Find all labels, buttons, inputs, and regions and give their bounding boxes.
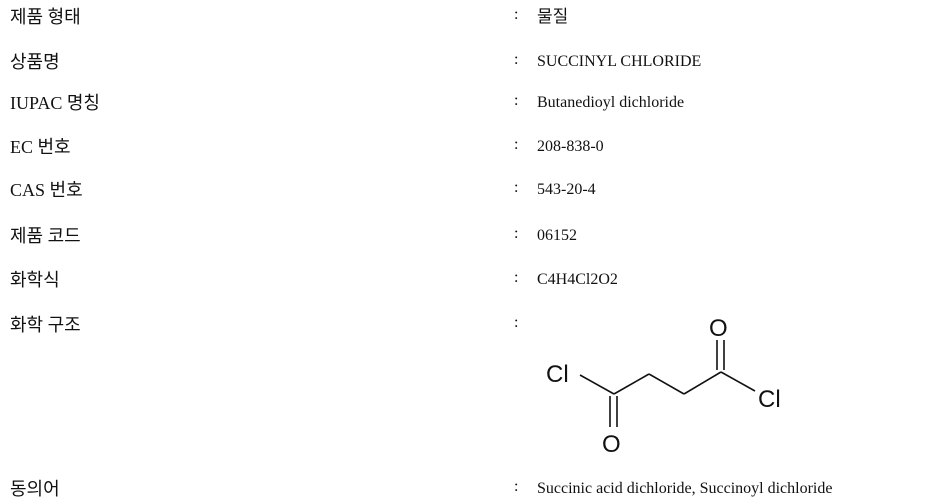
- field-label: 제품 형태: [10, 7, 81, 27]
- bond-cl-c1: [579, 374, 615, 395]
- field-separator: :: [514, 6, 519, 23]
- field-row-iupac-name: IUPAC 명칭 : Butanedioyl dichloride: [0, 88, 927, 118]
- field-separator: :: [514, 225, 519, 242]
- field-row-formula: 화학식 : C4H4Cl2O2: [0, 265, 927, 295]
- field-label: 상품명: [10, 52, 60, 72]
- bond-c2-c3: [648, 373, 685, 395]
- field-row-product-code: 제품 코드 : 06152: [0, 221, 927, 251]
- field-separator: :: [514, 136, 519, 153]
- field-separator: :: [514, 179, 519, 196]
- atom-o-top: O: [709, 315, 728, 342]
- field-separator: :: [514, 478, 519, 495]
- atom-cl-left: Cl: [546, 361, 569, 388]
- field-label: 화학 구조: [10, 315, 81, 335]
- field-label: EC 번호: [10, 137, 71, 157]
- field-value: 208-838-0: [537, 138, 604, 155]
- field-separator: :: [514, 92, 519, 109]
- field-row-ec-number: EC 번호 : 208-838-0: [0, 132, 927, 162]
- field-label: 동의어: [10, 479, 60, 499]
- field-separator: :: [514, 314, 519, 331]
- atom-cl-right: Cl: [758, 386, 781, 413]
- field-label: 제품 코드: [10, 226, 81, 246]
- field-row-product-form: 제품 형태 : 물질: [0, 2, 927, 32]
- field-value: 543-20-4: [537, 181, 596, 198]
- field-label: CAS 번호: [10, 180, 83, 200]
- field-separator: :: [514, 51, 519, 68]
- bond-c1-c2: [613, 373, 650, 395]
- field-row-cas-number: CAS 번호 : 543-20-4: [0, 175, 927, 205]
- field-value: Butanedioyl dichloride: [537, 94, 685, 111]
- field-label: 화학식: [10, 270, 60, 290]
- field-label: IUPAC 명칭: [10, 93, 100, 113]
- field-separator: :: [514, 269, 519, 286]
- field-value: Succinic acid dichloride, Succinoyl dich…: [537, 480, 833, 497]
- field-value: C4H4Cl2O2: [537, 271, 618, 288]
- field-value: 06152: [537, 227, 577, 244]
- field-value: SUCCINYL CHLORIDE: [537, 53, 702, 70]
- field-row-chemical-structure: 화학 구조 :: [0, 310, 927, 340]
- field-value: 물질: [537, 7, 569, 27]
- chemical-structure-diagram: Cl Cl O O: [546, 315, 781, 458]
- field-row-synonyms: 동의어 : Succinic acid dichloride, Succinoy…: [0, 474, 927, 504]
- bond-c4-cl: [720, 371, 756, 392]
- structure-bonds: [579, 340, 756, 427]
- atom-o-bottom: O: [602, 431, 621, 458]
- field-row-trade-name: 상품명 : SUCCINYL CHLORIDE: [0, 47, 927, 77]
- bond-c3-c4: [683, 371, 722, 395]
